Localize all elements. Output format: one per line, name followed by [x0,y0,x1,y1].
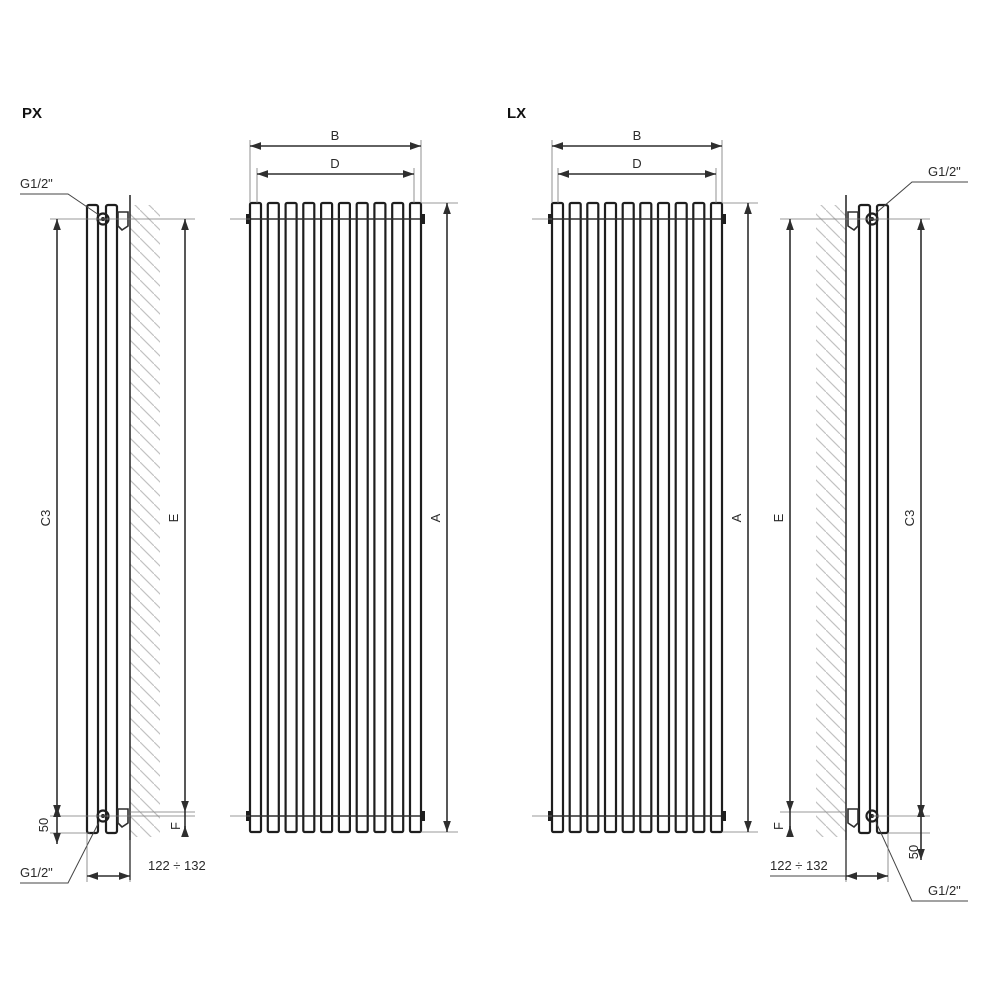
px-g12-top-label: G1/2" [20,176,53,191]
lx-50-label: 50 [906,845,921,859]
px-50-label: 50 [36,818,51,832]
lx-front-tubes [550,201,724,834]
px-front-tube [266,201,280,834]
px-e-label: E [166,513,181,522]
px-d-label: D [330,156,339,171]
px-front-tube [408,201,423,834]
lx-front-tube [674,201,688,834]
px-front-tube [320,201,334,834]
lx-front-view: B D A [532,128,758,834]
px-front-tubes [248,201,423,834]
lx-title: LX [507,105,526,122]
px-side-view: C3 E 50 F G1/2" G1/2" 122 ÷ 132 [20,176,206,884]
lx-g12-bottom-label: G1/2" [928,883,961,898]
lx-a-label: A [729,513,744,522]
px-front-view: B D A [230,128,458,834]
lx-front-tube [692,201,706,834]
px-front-tube [302,201,316,834]
px-side-tube-front [85,203,100,835]
lx-wall-hatch [816,205,846,837]
lx-front-tube [709,201,724,834]
lx-front-tube [550,201,565,834]
px-variant: PX C3 E [20,105,458,884]
px-title: PX [22,105,42,122]
lx-front-tube [621,201,635,834]
lx-b-label: B [633,128,642,143]
px-front-tube [337,201,351,834]
px-front-tube [355,201,369,834]
lx-front-tube [656,201,671,834]
px-front-tube [284,201,298,834]
lx-front-tube [568,201,582,834]
lx-side-tube-back [857,203,872,835]
px-g12-bottom-label: G1/2" [20,865,53,880]
px-front-tube [248,201,263,834]
lx-e-label: E [771,513,786,522]
lx-front-tube [586,201,600,834]
lx-g12-top-label: G1/2" [928,164,961,179]
px-front-tube [373,201,387,834]
lx-side-view: E F C3 50 G1/2" G1/2" 122 ÷ 132 [770,164,968,902]
px-top-bracket [117,211,129,232]
lx-c3-label: C3 [902,510,917,527]
px-wall-distance-label: 122 ÷ 132 [148,858,206,873]
px-b-label: B [331,128,340,143]
lx-front-tube [603,201,618,834]
px-c3-label: C3 [38,510,53,527]
lx-f-label: F [771,822,786,830]
lx-bottom-bracket [847,808,859,829]
px-bottom-bracket [117,808,129,829]
px-f-label: F [168,822,183,830]
px-front-tube [391,201,405,834]
px-side-tube-back [104,203,119,835]
lx-side-tube-front [875,203,890,835]
px-a-label: A [428,513,443,522]
lx-wall-distance-label: 122 ÷ 132 [770,858,828,873]
px-wall-hatch [130,205,160,837]
lx-variant: LX B D A [507,105,968,902]
lx-d-label: D [632,156,641,171]
lx-front-tube [639,201,653,834]
lx-top-bracket [847,211,859,232]
